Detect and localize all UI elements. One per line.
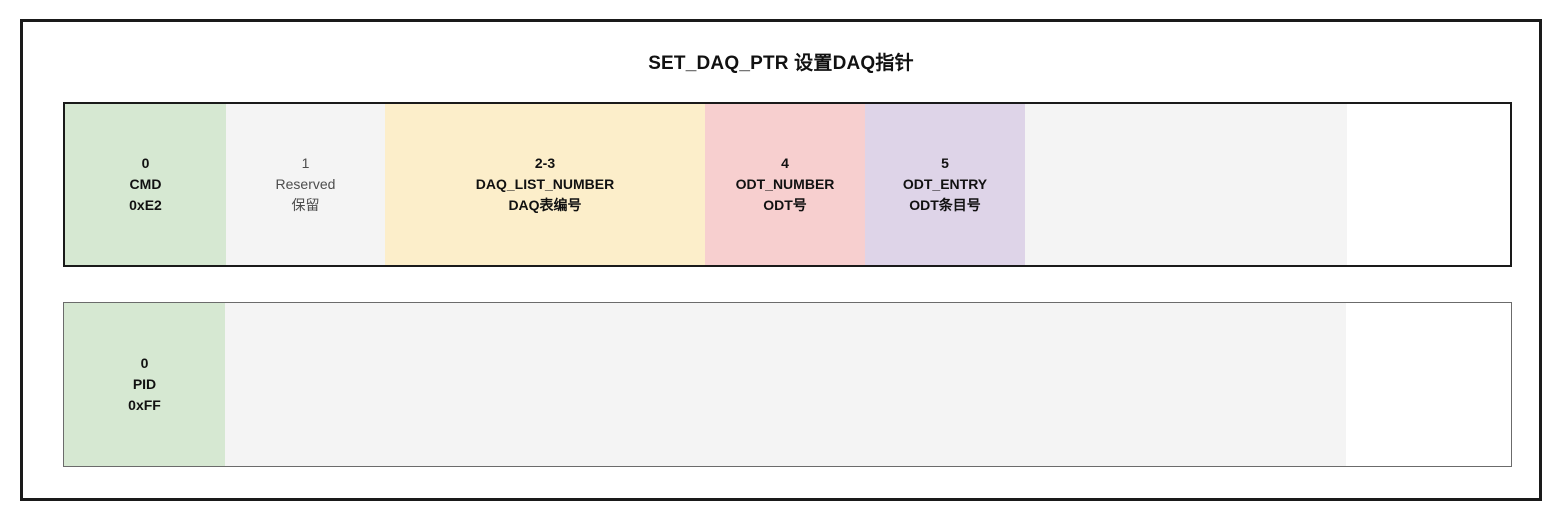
packet-field-daq-list-number-zh: DAQ表编号: [508, 197, 582, 213]
packet-field-odt-number-zh: ODT号: [763, 197, 807, 213]
page-title: SET_DAQ_PTR 设置DAQ指针: [648, 53, 914, 74]
packet-field-cmd-index: 0: [141, 155, 150, 171]
packet-field-reserved-zh: 保留: [291, 197, 320, 213]
packet-field-reserved-index: 1: [301, 155, 310, 171]
packet-field-pid-id: PID: [132, 376, 157, 392]
packet-field-cmd-value: 0xE2: [129, 197, 162, 213]
packet-field-odt-entry-id: ODT_ENTRY: [902, 176, 988, 192]
packet-field-pid-index: 0: [140, 355, 149, 371]
packet-field-filler-gray: [1025, 104, 1347, 265]
packet-field-daq-list-number-index: 2-3: [534, 155, 556, 171]
packet-field-odt-entry-index: 5: [941, 155, 949, 171]
packet-field-odt-entry-zh: ODT条目号: [909, 197, 981, 213]
packet-field-filler-white: [1346, 303, 1509, 466]
packet-field-pid-value: 0xFF: [128, 397, 161, 413]
packet-field-reserved-id: Reserved: [275, 176, 336, 192]
packet-field-cmd-id: CMD: [129, 176, 162, 192]
packet-field-odt-number-id: ODT_NUMBER: [735, 176, 835, 192]
packet-field-odt-number-index: 4: [781, 155, 789, 171]
packet-field-daq-list-number-id: DAQ_LIST_NUMBER: [475, 176, 615, 192]
packet-field-filler-gray: [225, 303, 1346, 466]
packet-field-filler-white: [1347, 104, 1510, 265]
